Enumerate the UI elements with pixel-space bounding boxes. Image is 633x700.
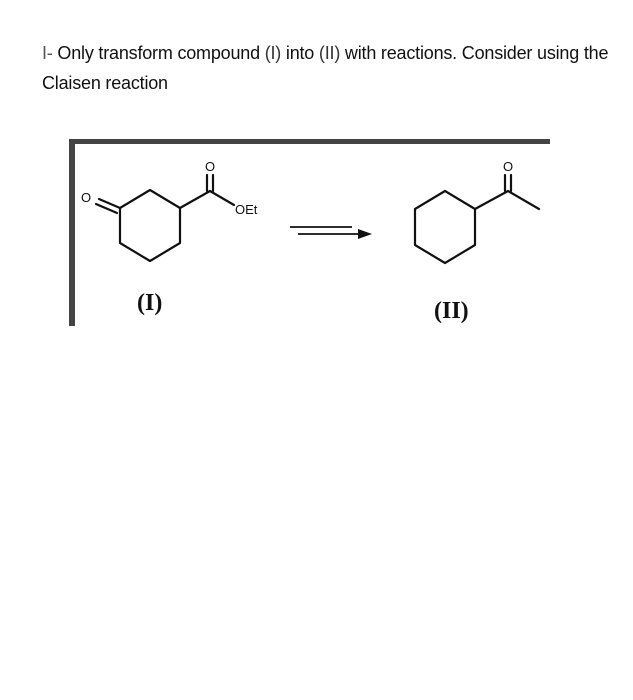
compound-2-structure: [413, 173, 541, 265]
scheme-frame-top-border: [69, 139, 550, 144]
compound-1-ketone-oxygen: O: [81, 190, 91, 205]
compound-1-ketone-bond-a: [97, 197, 122, 210]
compound-2-chain-bond-2: [506, 189, 541, 211]
compound-ref-2: (II): [318, 43, 341, 63]
question-text-part-2: into: [281, 43, 319, 63]
compound-1-ester-carbonyl-oxygen: O: [205, 159, 215, 174]
compound-1-structure: [94, 173, 236, 263]
compound-1-ester-group: OEt: [235, 202, 258, 217]
question-text-part-1: Only transform compound: [52, 43, 265, 63]
compound-1-chain-bond-2: [208, 189, 236, 207]
compound-1-chain-bond-1: [178, 189, 212, 210]
compound-1-ring: [118, 188, 182, 263]
compound-2-ring: [413, 189, 477, 265]
question-number: I-: [42, 43, 53, 63]
reaction-arrow-head: [358, 229, 372, 239]
scheme-frame-left-border: [69, 139, 75, 326]
compound-2-carbonyl-oxygen: O: [503, 159, 513, 174]
compound-ref-1: (I): [264, 43, 282, 63]
compound-1-label: (I): [137, 290, 163, 316]
compound-2-chain-bond-1: [473, 189, 510, 211]
reaction-arrow: [290, 226, 372, 239]
compound-1-ketone-bond-b: [94, 202, 119, 215]
question-text-part-3: with reactions. Consider using the Clais…: [42, 43, 609, 93]
compound-2-label: (II): [434, 298, 469, 324]
question-text: I- Only transform compound (I) into (II)…: [42, 38, 617, 98]
